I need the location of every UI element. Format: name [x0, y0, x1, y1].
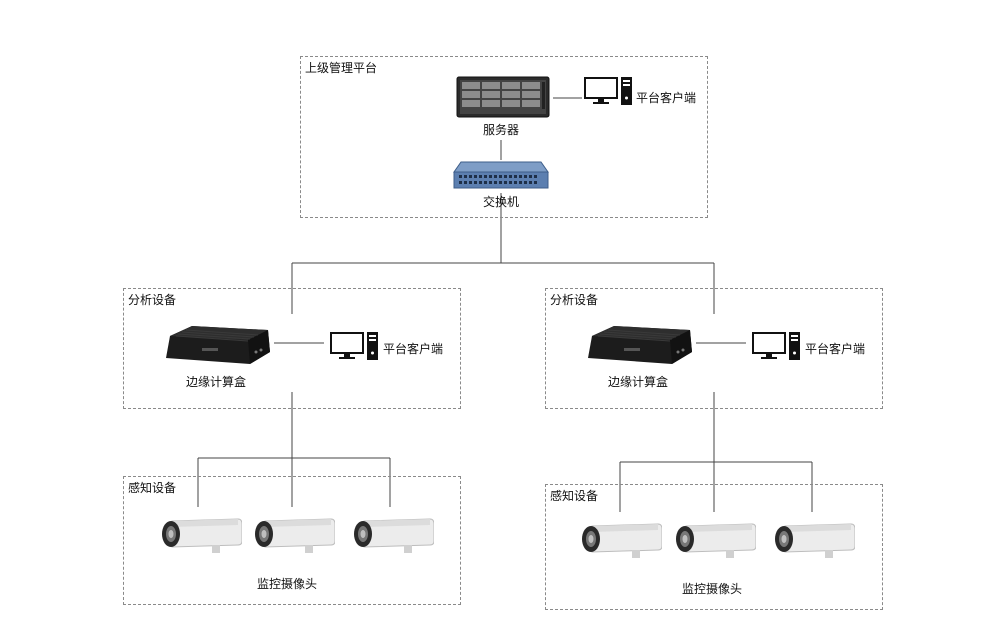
- camera-label-right: 监控摄像头: [682, 582, 743, 596]
- analysis-group-left: 分析设备: [123, 288, 461, 409]
- sensing-group-left: 感知设备: [123, 476, 461, 605]
- client-label-right: 平台客户端: [805, 342, 866, 356]
- edge-computing-box-icon: [166, 326, 270, 364]
- sensing-title-right: 感知设备: [550, 489, 599, 503]
- switch-label: 交换机: [483, 195, 520, 209]
- server-icon: [456, 76, 550, 118]
- bullet-camera-icon: [775, 523, 855, 558]
- client-label-left: 平台客户端: [383, 342, 444, 356]
- desktop-computer-icon: [752, 332, 800, 360]
- bullet-camera-icon: [676, 523, 756, 558]
- camera-label-left: 监控摄像头: [257, 577, 318, 591]
- bullet-camera-icon: [162, 518, 242, 553]
- platform-title: 上级管理平台: [305, 61, 378, 75]
- analysis-title-right: 分析设备: [550, 293, 599, 307]
- edge-box-label-left: 边缘计算盒: [186, 375, 247, 389]
- sensing-title-left: 感知设备: [128, 481, 177, 495]
- edge-computing-box-icon: [588, 326, 692, 364]
- network-switch-icon: [453, 161, 549, 189]
- edge-box-label-right: 边缘计算盒: [608, 375, 669, 389]
- sensing-group-right: 感知设备: [545, 484, 883, 610]
- bullet-camera-icon: [255, 518, 335, 553]
- platform-group: 上级管理平台: [300, 56, 708, 218]
- server-label: 服务器: [483, 123, 520, 137]
- platform-client-label: 平台客户端: [636, 91, 697, 105]
- bullet-camera-icon: [354, 518, 434, 553]
- analysis-group-right: 分析设备: [545, 288, 883, 409]
- desktop-computer-icon: [330, 332, 378, 360]
- analysis-title-left: 分析设备: [128, 293, 177, 307]
- desktop-computer-icon: [584, 77, 632, 105]
- bullet-camera-icon: [582, 523, 662, 558]
